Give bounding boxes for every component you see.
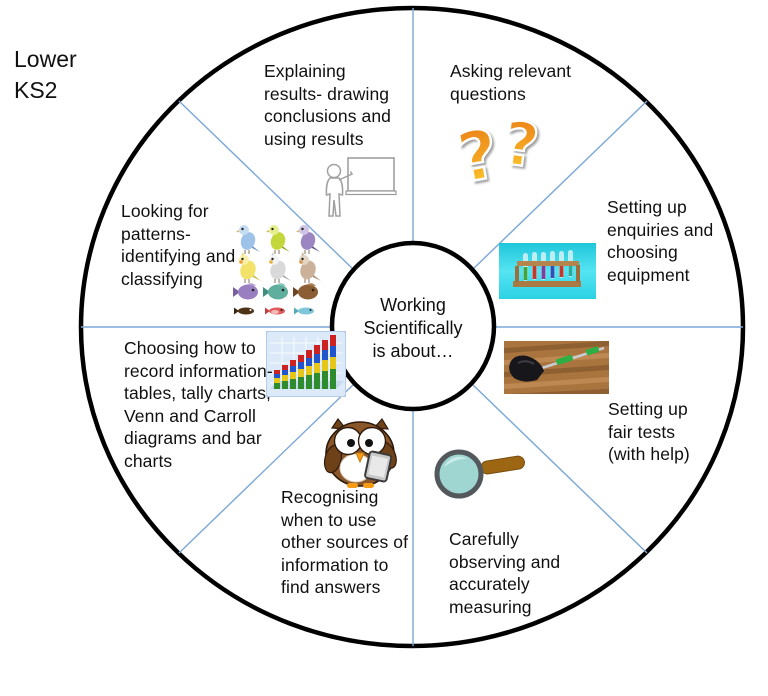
segment-fair-tests-label: Setting up fair tests (with help) (608, 399, 690, 464)
test-tube-rack-icon (499, 243, 596, 299)
photo-background (499, 243, 596, 299)
owl-with-tablet-icon (323, 417, 397, 488)
teacher-whiteboard-icon (325, 157, 397, 217)
page-title: Lower KS2 (14, 46, 77, 103)
cockatiel-row (239, 252, 321, 283)
center-circle (329, 240, 497, 412)
stick-figure (325, 163, 354, 217)
lens-highlight (444, 456, 468, 467)
wooden-rack (513, 261, 581, 287)
stacked-bars (274, 335, 336, 389)
budgie-row (236, 225, 320, 254)
bar-chart-icon (266, 331, 346, 397)
fish-row (233, 283, 318, 300)
svg-text:?: ? (500, 109, 543, 183)
whiteboard-tray (345, 190, 397, 196)
magnifying-glass-icon (434, 449, 525, 499)
tablet (364, 450, 393, 483)
segment-other-sources-label: Recognising when to use other sources of… (281, 487, 409, 597)
shoe-strap (517, 360, 535, 365)
force-meter-handles (555, 346, 600, 365)
segment-asking-questions-label: Asking relevant questions (450, 61, 572, 104)
segment-observing-measuring-label: Carefully observing and accurately measu… (449, 529, 561, 617)
small-fish-row (234, 307, 314, 315)
question-mark-glyphs: ? ? (456, 108, 544, 196)
shoe-force-meter-icon (504, 341, 609, 394)
segment-looking-patterns-label: Looking for patterns- identifying and cl… (121, 201, 236, 289)
segment-explaining-results-label: Explaining results- drawing conclusions … (264, 61, 391, 149)
segment-setting-up-enquiries-label: Setting up enquiries and choosing equipm… (607, 197, 714, 285)
center-label: Working Scientifically is about… (363, 295, 463, 361)
segment-recording-info-label: Choosing how to record information- tabl… (124, 338, 273, 471)
question-marks-icon: ? ? (456, 108, 544, 196)
owl (323, 417, 397, 488)
magnifier-handle (480, 455, 525, 475)
svg-text:?: ? (456, 115, 505, 196)
birds-classification-grid-icon (233, 225, 321, 315)
whiteboard (347, 157, 395, 192)
